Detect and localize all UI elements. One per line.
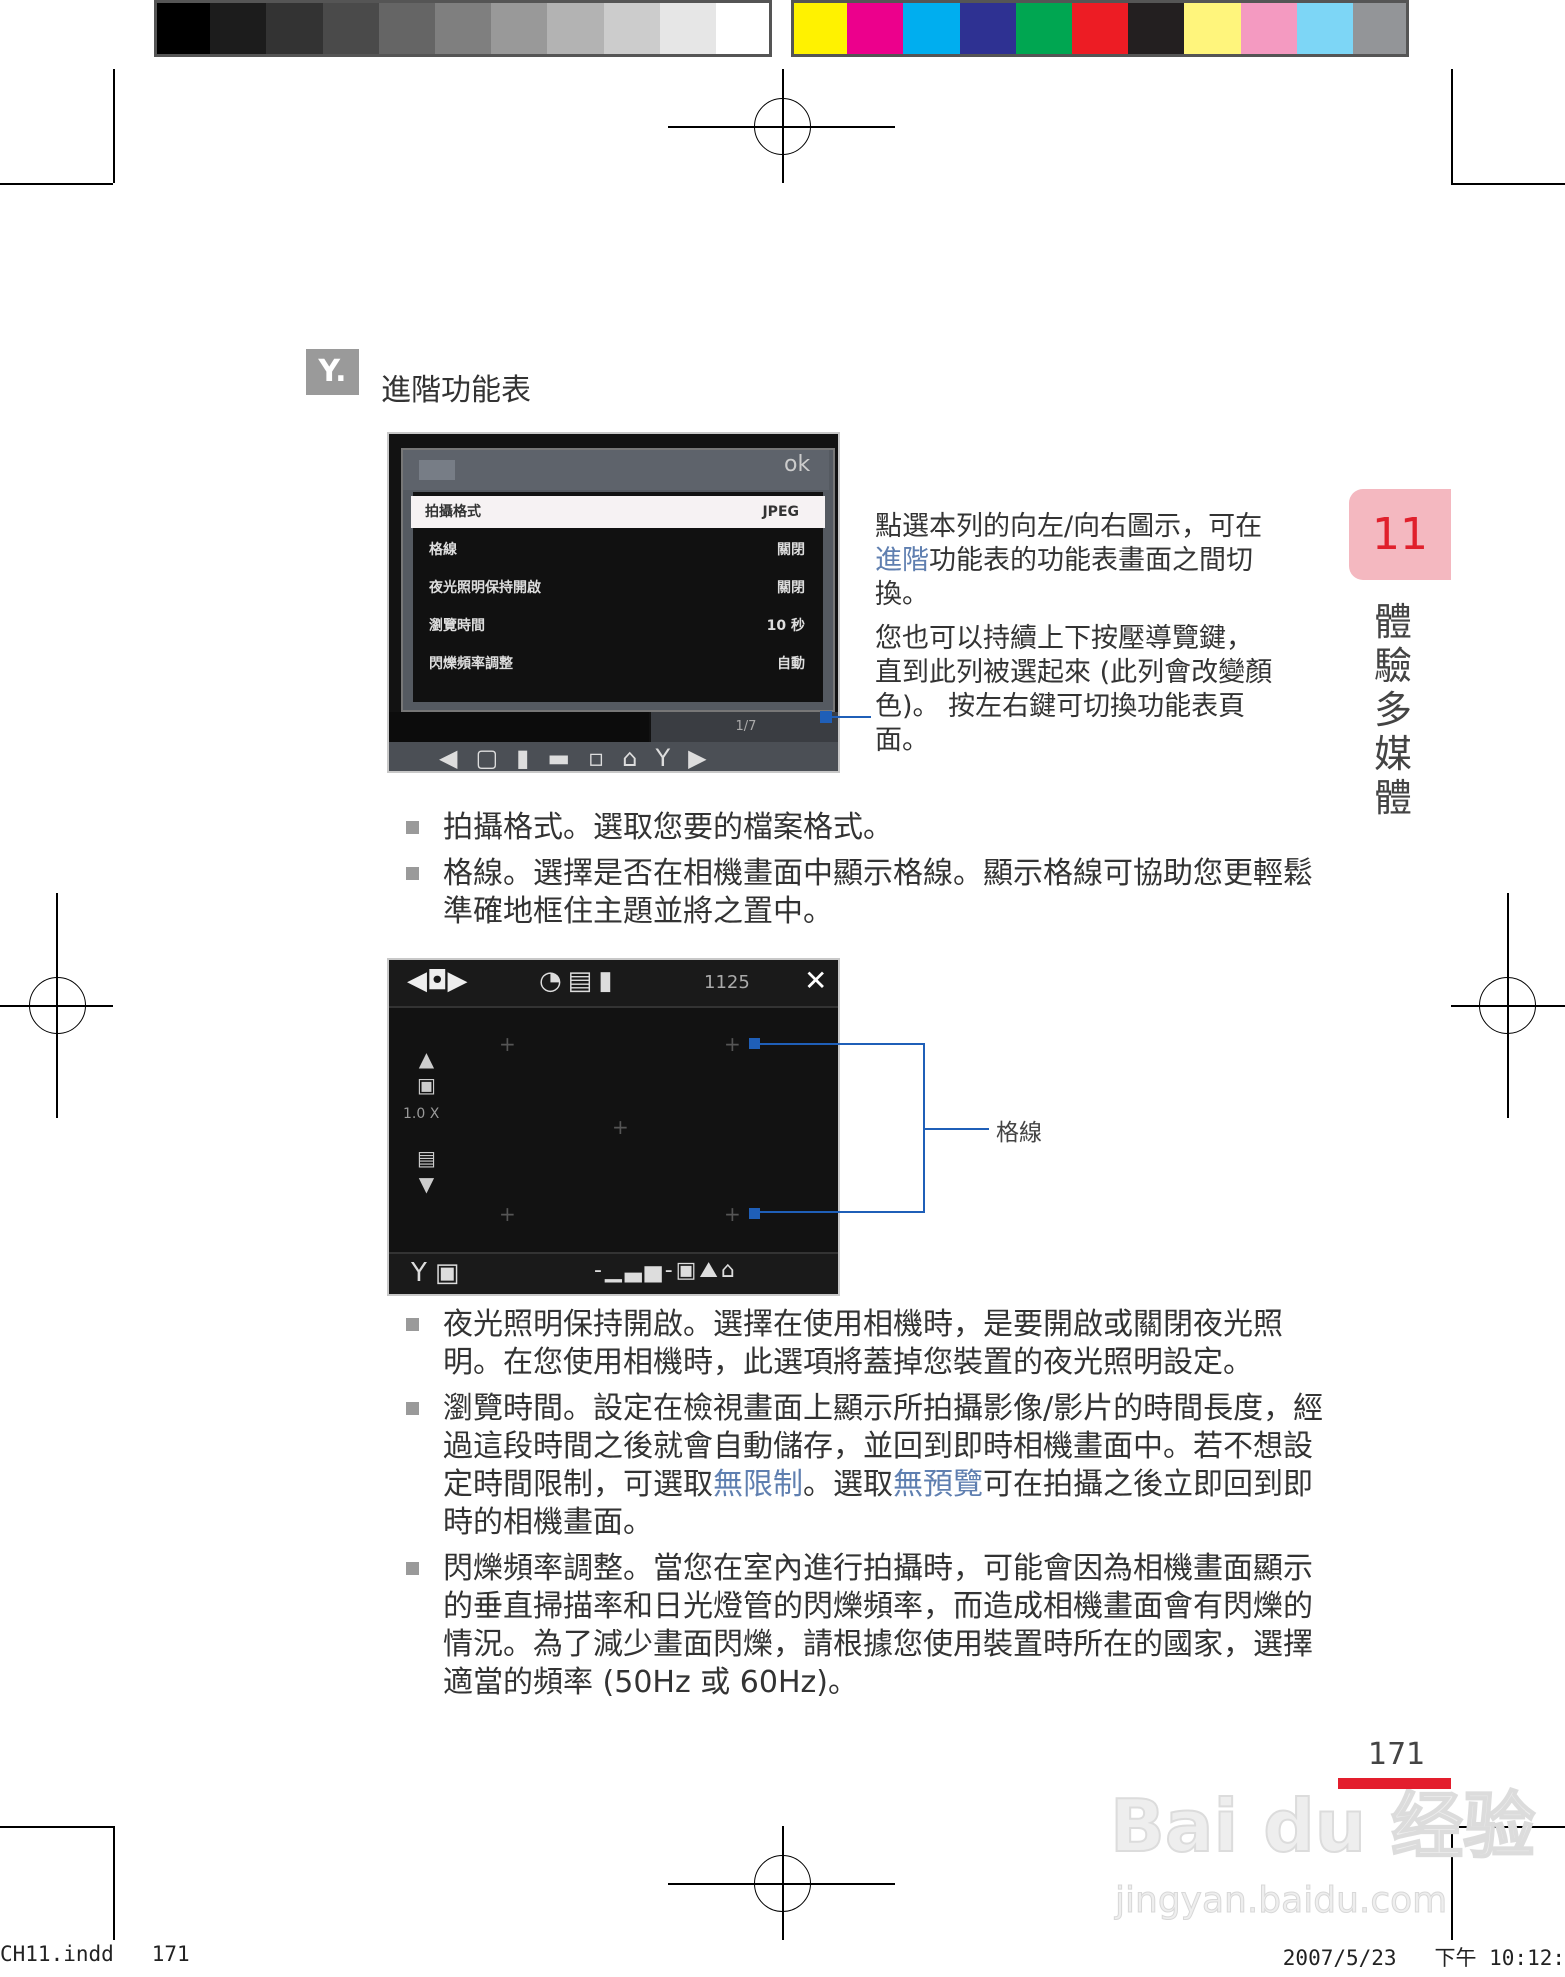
callout-line [832, 716, 871, 718]
zoom-level: 1.0 X [403, 1106, 440, 1122]
close-icon: ✕ [804, 964, 828, 997]
gray-swatch [603, 0, 660, 57]
callout-bracket [760, 1043, 925, 1213]
brightness-and-mode-icons: -▁▃▅-▣⛰⌂ [594, 1258, 738, 1283]
gray-swatch [547, 0, 604, 57]
gray-swatch [435, 0, 492, 57]
color-swatch [903, 0, 960, 57]
callout-dot [749, 1208, 760, 1219]
menu-row: 閃爍頻率調整 自動 [415, 648, 819, 680]
zoom-out-control: ▤▼ [417, 1146, 436, 1196]
callout-dot [820, 711, 832, 723]
camera-grid-screenshot: ◀◘▶ ◔▤▮ 1125 ✕ ▲▣ 1.0 X ▤▼ + + + + + Y▣ … [387, 958, 840, 1296]
menu-row: 格線 關閉 [415, 534, 819, 566]
grid-mark: + [499, 1202, 516, 1226]
menu-row: 夜光照明保持開啟 關閉 [415, 572, 819, 604]
gray-swatch [154, 0, 211, 57]
color-swatch [1128, 0, 1185, 57]
color-swatch [1240, 0, 1297, 57]
menu-row: 拍攝格式 JPEG [411, 496, 825, 528]
menu-row-label: 拍攝格式 [425, 504, 481, 520]
color-swatch [1072, 0, 1129, 57]
bullet-item: 夜光照明保持開啟。選擇在使用相機時，是要開啟或關閉夜光照明。在您使用相機時，此選… [406, 1306, 1336, 1382]
caption-text: 功能表的功能表畫面之間切換。 [875, 545, 1253, 610]
color-swatch [1184, 0, 1241, 57]
swatch-frame [791, 0, 1409, 57]
bullet-list: 拍攝格式。選取您要的檔案格式。 格線。選擇是否在相機畫面中顯示格線。顯示格線可協… [406, 809, 1336, 939]
caption-text: 點選本列的向左/向右圖示，可在 [875, 511, 1263, 542]
shots-remaining: 1125 [704, 972, 750, 993]
grid-mark: + [499, 1032, 516, 1056]
chapter-tab: 11 [1349, 489, 1451, 580]
bullet-item: 閃爍頻率調整。當您在室內進行拍攝時，可能會因為相機畫面顯示的垂直掃描率和日光燈管… [406, 1550, 1336, 1702]
bullet-item: 瀏覽時間。設定在檢視畫面上顯示所拍攝影像/影片的時間長度，經過這段時間之後就會自… [406, 1390, 1336, 1542]
baidu-watermark-url: jingyan.baidu.com [1114, 1880, 1448, 1922]
grid-callout-label: 格線 [996, 1120, 1042, 1146]
grid-mark: + [724, 1202, 741, 1226]
gray-swatch [659, 0, 716, 57]
menu-row-label: 夜光照明保持開啟 [429, 580, 541, 596]
gray-swatch [491, 0, 548, 57]
callout-line [925, 1128, 989, 1130]
bullet-list-2: 夜光照明保持開啟。選擇在使用相機時，是要開啟或關閉夜光照明。在您使用相機時，此選… [406, 1306, 1336, 1710]
advanced-menu-icon: Y. [306, 349, 359, 395]
camera-status-icons: ◔▤▮ [539, 966, 619, 996]
slug-date: 2007/5/23 下午 10:12: [1282, 1946, 1565, 1970]
caption-link-advanced: 進階 [875, 545, 929, 576]
settings-icons: Y▣ [411, 1258, 468, 1288]
menu-row-value: 關閉 [777, 542, 805, 558]
menu-row-label: 閃爍頻率調整 [429, 656, 513, 672]
menu-row-label: 瀏覽時間 [429, 618, 485, 634]
menu-row: 瀏覽時間 10 秒 [415, 610, 819, 642]
page-number-bar [1338, 1778, 1451, 1789]
color-swatch [1015, 0, 1072, 57]
option-unlimited: 無限制 [713, 1467, 803, 1502]
gray-swatch [716, 0, 773, 57]
section-title: 進階功能表 [381, 373, 531, 408]
menu-row-label: 格線 [429, 542, 457, 558]
menu-row-value: 10 秒 [766, 618, 805, 634]
color-swatch [959, 0, 1016, 57]
bullet-item: 格線。選擇是否在相機畫面中顯示格線。顯示格線可協助您更輕鬆準確地框住主題並將之置… [406, 855, 1336, 931]
zoom-control: ▲▣ [417, 1047, 436, 1097]
camera-mode-icon: ◀◘▶ [407, 966, 468, 996]
menu-tab-icons: ◀▢▮▬▫⌂Y▶ [439, 744, 725, 772]
menu-row-value: JPEG [762, 504, 799, 520]
page-indicator: 1/7 [651, 712, 838, 742]
gray-swatch [266, 0, 323, 57]
menu-row-value: 自動 [777, 656, 805, 672]
gray-swatch [322, 0, 379, 57]
menu-row-value: 關閉 [777, 580, 805, 596]
ok-button: ok [784, 452, 811, 477]
slug-file: CH11.indd 171 [0, 1942, 190, 1966]
gray-swatch [378, 0, 435, 57]
grid-mark: + [724, 1032, 741, 1056]
bullet-item: 拍攝格式。選取您要的檔案格式。 [406, 809, 1336, 847]
color-swatch [1353, 0, 1410, 57]
color-swatch [1296, 0, 1353, 57]
screenshot-caption: 點選本列的向左/向右圖示，可在進階功能表的功能表畫面之間切換。 您也可以持續上下… [875, 510, 1275, 768]
page-number: 171 [1368, 1737, 1426, 1772]
caption-text-2: 您也可以持續上下按壓導覽鍵，直到此列被選起來 (此列會改變顏色)。 按左右鍵可切… [875, 623, 1273, 756]
gray-swatch [210, 0, 267, 57]
baidu-watermark-logo: Bai du 经验 [1109, 1784, 1536, 1868]
color-swatch [847, 0, 904, 57]
chapter-title: 體驗多媒體 [1373, 600, 1412, 820]
grid-mark: + [612, 1115, 629, 1139]
callout-dot [749, 1038, 760, 1049]
color-swatch [791, 0, 848, 57]
option-no-preview: 無預覽 [893, 1467, 983, 1502]
swatch-frame [154, 0, 772, 57]
